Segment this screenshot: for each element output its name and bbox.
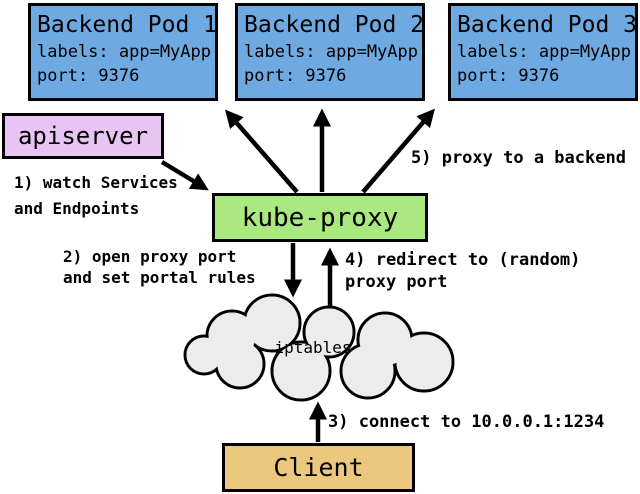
step-3-line-1: 3) connect to 10.0.0.1:1234 xyxy=(328,412,605,432)
apiserver-label: apiserver xyxy=(17,122,149,150)
arrow-kube-proxy-to-pod-3 xyxy=(361,108,435,194)
step-3-label: 3) connect to 10.0.0.1:1234 xyxy=(328,411,604,433)
arrow-kube-proxy-to-pod-1 xyxy=(225,109,299,194)
pod-labels-line: labels: app=MyApp xyxy=(37,42,211,62)
pod-port-line: port: 9376 xyxy=(37,66,140,86)
client-label: Client xyxy=(273,453,364,482)
step-1-line-1: 1) watch Services xyxy=(14,173,178,192)
step-5-line-1: 5) proxy to a backend xyxy=(411,148,626,168)
iptables-cloud xyxy=(183,293,455,402)
pod-labels-line: labels: app=MyApp xyxy=(244,42,418,62)
pod-port-line: port: 9376 xyxy=(244,66,347,86)
step-2-line-2: and set portal rules xyxy=(63,268,256,287)
step-1-label: 1) watch Services and Endpoints xyxy=(14,170,178,222)
pod-title: Backend Pod 1 xyxy=(37,12,218,38)
pod-title: Backend Pod 3 xyxy=(457,12,638,38)
iptables-label: iptables xyxy=(274,338,352,357)
backend-pod-1-box: Backend Pod 1 labels: app=MyApp port: 93… xyxy=(28,3,218,101)
step-1-line-2: and Endpoints xyxy=(14,199,140,218)
client-box: Client xyxy=(222,443,415,492)
pod-title: Backend Pod 2 xyxy=(244,12,425,38)
backend-pod-3-box: Backend Pod 3 labels: app=MyApp port: 93… xyxy=(448,3,638,101)
step-4-label: 4) redirect to (random) proxy port xyxy=(345,249,580,293)
step-4-line-1: 4) redirect to (random) xyxy=(345,250,581,270)
kube-proxy-label: kube-proxy xyxy=(241,202,399,233)
step-5-label: 5) proxy to a backend xyxy=(411,147,626,169)
arrow-apiserver-to-kube-proxy xyxy=(160,160,209,191)
step-2-label: 2) open proxy port and set portal rules xyxy=(63,246,256,288)
step-4-line-2: proxy port xyxy=(345,272,448,292)
kube-proxy-box: kube-proxy xyxy=(212,193,428,242)
pod-labels-line: labels: app=MyApp xyxy=(457,42,631,62)
step-2-line-1: 2) open proxy port xyxy=(63,247,237,266)
apiserver-box: apiserver xyxy=(2,113,164,159)
pod-port-line: port: 9376 xyxy=(457,66,560,86)
backend-pod-2-box: Backend Pod 2 labels: app=MyApp port: 93… xyxy=(235,3,425,101)
